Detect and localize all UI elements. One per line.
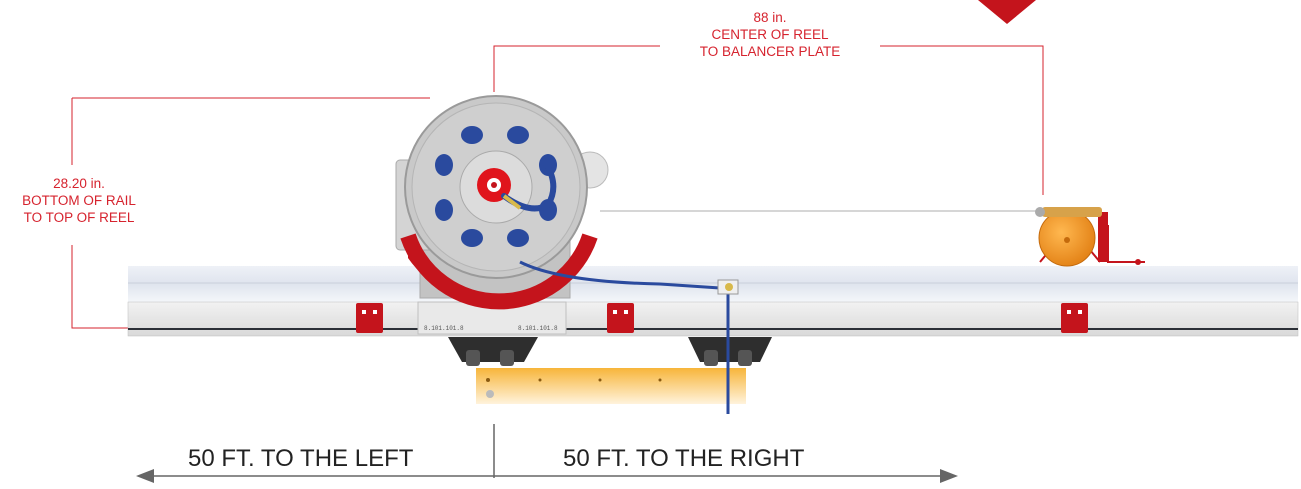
travel-arrow [136,469,958,483]
air-hose [519,260,721,290]
rail-clamp [1061,303,1088,333]
vertical-dimension-label: 28.20 in. BOTTOM OF RAIL TO TOP OF REEL [0,175,158,226]
rail-clamp [607,303,634,333]
dimension-value: 28.20 in. [53,176,105,191]
travel-left-label: 50 FT. TO THE LEFT [188,445,414,472]
overhead-rail [127,266,1299,337]
hose-reel [395,95,609,310]
spring-balancer [1035,207,1145,267]
support-beam [476,368,746,404]
rail-clamp [356,303,383,333]
dimension-description: BOTTOM OF RAIL [22,193,136,208]
dimension-value: 88 in. [753,10,787,25]
hose-fitting [717,279,739,295]
dimension-description: TO BALANCER PLATE [699,44,841,59]
svg-text:8.101.101.8: 8.101.101.8 [518,325,558,332]
carriage-plate: 8.101.101.8 8.101.101.8 [417,301,567,335]
vertical-dimension-line [71,97,430,329]
travel-right-label: 50 FT. TO THE RIGHT [563,445,805,472]
trolley [688,337,772,366]
svg-text:8.101.101.8: 8.101.101.8 [424,325,464,332]
dimension-description: TO TOP OF REEL [23,210,135,225]
warning-diamond-icon [978,0,1036,24]
dimension-description: CENTER OF REEL [711,27,829,42]
horizontal-dimension-line [493,45,1044,195]
horizontal-dimension-label: 88 in. CENTER OF REEL TO BALANCER PLATE [680,9,860,60]
trolley [448,337,538,366]
